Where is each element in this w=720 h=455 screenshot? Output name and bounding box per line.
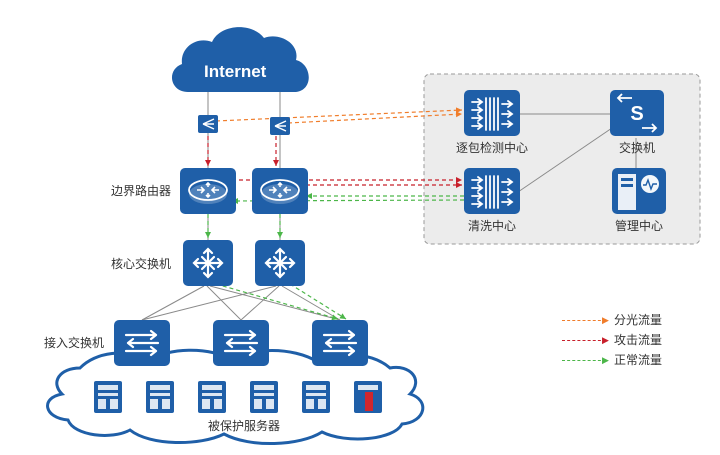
legend-item-split: ▶ 分光流量 (562, 313, 702, 327)
protected-servers-label: 被保护服务器 (207, 419, 281, 433)
border-router-label: 边界路由器 (111, 184, 172, 198)
server-icon (94, 381, 122, 413)
management-center-label: 管理中心 (614, 219, 664, 233)
legend-line (562, 360, 606, 361)
switch-label: 交换机 (618, 141, 656, 155)
switch-icon[interactable] (213, 320, 269, 366)
management-server-icon[interactable] (612, 168, 666, 214)
switch-icon[interactable]: S (610, 90, 664, 136)
legend-label: 攻击流量 (614, 333, 663, 347)
detector-icon[interactable] (464, 90, 520, 136)
legend-label: 分光流量 (614, 313, 663, 327)
internet-label: Internet (204, 62, 267, 81)
switch-icon[interactable] (183, 240, 233, 286)
inspection-center-label: 逐包检测中心 (455, 141, 529, 155)
optical-splitter-icon (198, 115, 218, 133)
arrow-right-icon: ▶ (602, 335, 609, 345)
scrubbing-center-label: 清洗中心 (467, 219, 517, 233)
switch-icon[interactable] (312, 320, 368, 366)
access-switch-label: 接入交换机 (44, 336, 105, 350)
legend-line (562, 320, 606, 321)
legend-item-normal: ▶ 正常流量 (562, 353, 702, 367)
arrow-right-icon: ▶ (602, 355, 609, 365)
router-icon[interactable] (252, 168, 308, 214)
legend-item-attack: ▶ 攻击流量 (562, 333, 702, 347)
switch-icon[interactable] (255, 240, 305, 286)
svg-text:S: S (630, 103, 643, 125)
core-switch-label: 核心交换机 (111, 257, 172, 271)
router-icon[interactable] (180, 168, 236, 214)
server-icon (146, 381, 174, 413)
split-traffic-lines (215, 107, 463, 124)
server-icon (302, 381, 330, 413)
attacked-server-icon (354, 381, 382, 413)
server-icon (198, 381, 226, 413)
legend-label: 正常流量 (614, 353, 663, 367)
server-icons (94, 381, 382, 413)
optical-splitter-icon (270, 117, 290, 135)
legend-line (562, 340, 606, 341)
arrow-right-icon: ▶ (602, 315, 609, 325)
server-icon (250, 381, 278, 413)
cloud-icon (171, 27, 309, 92)
switch-icon[interactable] (114, 320, 170, 366)
detector-icon[interactable] (464, 168, 520, 214)
